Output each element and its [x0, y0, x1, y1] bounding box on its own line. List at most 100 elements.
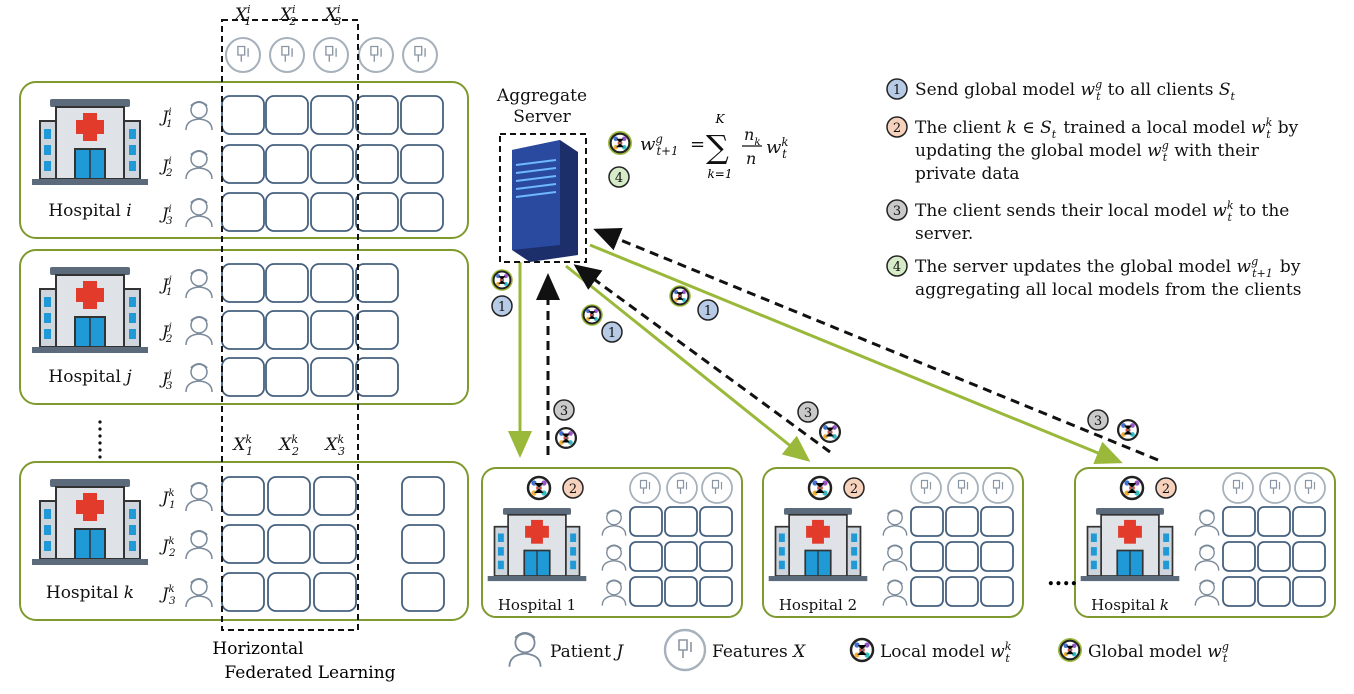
step-badge-1: 1	[886, 78, 908, 100]
data-cell	[699, 576, 733, 607]
data-cell	[310, 310, 354, 350]
data-cell	[401, 572, 445, 612]
local-model-icon	[807, 475, 833, 501]
data-cell	[910, 541, 944, 572]
legend-item: Patient J	[508, 632, 624, 668]
data-cell	[355, 192, 399, 232]
iv-bag-icon	[629, 472, 661, 504]
client-hospital-label: Hospital 2	[779, 596, 857, 614]
data-cell	[267, 572, 311, 612]
client-hospital-label: Hospital 1	[498, 596, 576, 614]
ellipsis-dot	[98, 448, 102, 452]
server-rack-icon	[512, 140, 578, 262]
syringe-icon	[268, 36, 306, 74]
svg-text:4: 4	[893, 260, 901, 275]
data-cell	[221, 192, 265, 232]
data-cell	[400, 95, 444, 135]
svg-text:3: 3	[560, 404, 568, 419]
data-cell	[980, 576, 1014, 607]
data-cell	[664, 576, 698, 607]
svg-text:2: 2	[893, 121, 901, 136]
local-model-icon	[849, 637, 875, 663]
ellipsis-dot	[98, 427, 102, 431]
data-cell	[1257, 506, 1291, 537]
step-text-line: private data	[915, 164, 1019, 184]
data-cell	[1292, 541, 1326, 572]
data-cell	[221, 144, 265, 184]
step-badge-3: 3	[1087, 409, 1109, 431]
svg-text:1: 1	[704, 304, 712, 319]
data-cell	[1222, 576, 1256, 607]
hfl-label-line2: Federated Learning	[224, 663, 395, 683]
ellipsis-dot	[98, 455, 102, 459]
hospital-label: Hospital j	[48, 367, 132, 387]
aggregate-server: Aggregate Server	[496, 86, 587, 263]
pill-bottle-icon	[1294, 472, 1326, 504]
data-cell	[265, 144, 309, 184]
pill-bottle-icon	[701, 472, 733, 504]
send-global-model-arrow	[565, 264, 811, 462]
client-ellipsis: ....	[1047, 565, 1078, 591]
data-cell	[910, 506, 944, 537]
hospital-label: Hospital k	[46, 583, 134, 603]
global-model-icon	[581, 304, 603, 326]
data-cell	[265, 192, 309, 232]
step-badge-3: 3	[797, 401, 819, 423]
step-badge-4: 4	[608, 166, 630, 188]
data-cell	[221, 310, 265, 350]
step-badge-3: 3	[886, 199, 908, 221]
svg-text:1: 1	[498, 300, 506, 315]
data-cell	[267, 476, 311, 516]
ellipsis-dot	[98, 441, 102, 445]
legend-label: Features X	[712, 642, 806, 662]
data-cell	[400, 192, 444, 232]
data-cell	[265, 310, 309, 350]
data-cell	[313, 476, 357, 516]
server-dashed-box	[499, 133, 587, 263]
step-badge-3: 3	[553, 399, 575, 421]
data-cell	[1257, 576, 1291, 607]
formula-sum-top: K	[715, 112, 726, 126]
send-global-model-arrow	[589, 243, 1123, 465]
pill-bottle-icon	[312, 36, 350, 74]
data-cell	[310, 357, 354, 397]
data-cell	[945, 576, 979, 607]
data-cell	[910, 576, 944, 607]
svg-text:3: 3	[1094, 414, 1102, 429]
data-cell	[699, 541, 733, 572]
server-title-line1: Aggregate	[496, 86, 587, 106]
global-model-icon	[669, 285, 691, 307]
local-model-icon	[1116, 418, 1140, 442]
thermometer-icon	[357, 36, 395, 74]
pill-bottle-icon	[982, 472, 1014, 504]
step-badge-1: 1	[491, 295, 513, 317]
svg-text:1: 1	[893, 83, 901, 98]
global-model-icon	[491, 269, 513, 291]
data-cell	[401, 524, 445, 564]
data-cell	[310, 263, 354, 303]
data-cell	[1292, 576, 1326, 607]
svg-text:2: 2	[1162, 482, 1170, 497]
svg-text:3: 3	[893, 204, 901, 219]
local-model-icon	[526, 475, 552, 501]
